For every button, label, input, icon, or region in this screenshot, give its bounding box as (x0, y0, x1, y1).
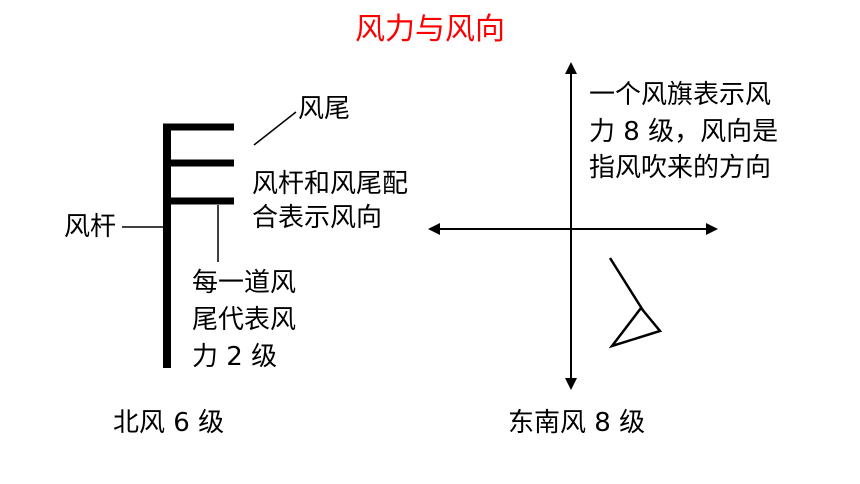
feather-label-line-3: 力 2 级 (192, 342, 278, 372)
note-line-2: 力 8 级，风向是 (589, 117, 779, 147)
diagram-title: 风力与风向 (355, 12, 505, 47)
feather-label-line-1: 每一道风 (192, 268, 297, 298)
combo-label-line-1: 风杆和风尾配 (252, 169, 409, 199)
right-caption: 东南风 8 级 (508, 408, 646, 438)
combo-label-line-2: 合表示风向 (252, 203, 383, 233)
flag-staff (608, 257, 646, 313)
wind-flag (608, 305, 663, 349)
note-line-3: 指风吹来的方向 (589, 153, 772, 183)
shaft-label: 风杆 (64, 212, 117, 242)
feather-label-line-2: 尾代表风 (192, 305, 297, 335)
tail-leader-line (253, 111, 297, 146)
left-caption: 北风 6 级 (113, 408, 225, 438)
tail-label: 风尾 (298, 94, 351, 124)
note-line-1: 一个风旗表示风 (589, 80, 772, 110)
